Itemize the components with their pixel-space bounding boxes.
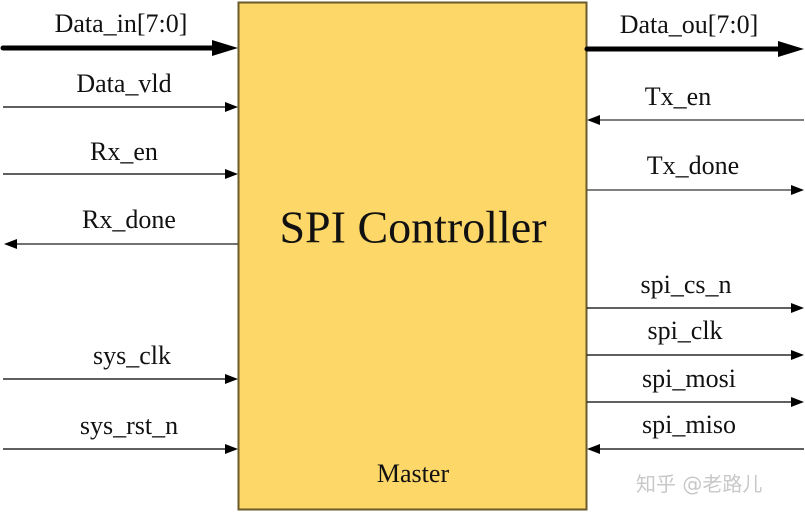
port-label-rx-done: Rx_done — [82, 205, 176, 234]
wire-sys-clk — [3, 374, 238, 384]
port-label-sys-rst-n: sys_rst_n — [79, 411, 179, 440]
wire-tx-done — [587, 185, 804, 195]
wire-sys-rst-n — [3, 444, 238, 454]
spi-controller-block — [237, 1, 588, 511]
block-title: SPI Controller — [279, 201, 547, 253]
watermark: 知乎 @老路儿 — [636, 472, 763, 496]
block-subtitle: Master — [376, 459, 450, 488]
wire-tx-en — [587, 115, 804, 125]
port-label-spi-clk: spi_clk — [647, 316, 723, 345]
wire-spi-clk — [587, 350, 804, 360]
wire-spi-miso — [587, 444, 804, 454]
port-label-data-vld: Data_vld — [76, 69, 172, 98]
port-label-sys-clk: sys_clk — [93, 341, 171, 370]
port-label-tx-en: Tx_en — [644, 82, 712, 111]
port-label-spi-mosi: spi_mosi — [642, 364, 736, 393]
wire-spi-mosi — [587, 397, 804, 407]
port-label-tx-done: Tx_done — [646, 151, 740, 180]
wire-rx-done — [4, 239, 238, 249]
port-label-spi-cs-n: spi_cs_n — [640, 270, 732, 299]
wire-data-ou — [584, 41, 804, 57]
port-label-spi-miso: spi_miso — [642, 410, 736, 439]
wire-data-vld — [3, 102, 238, 112]
port-label-rx-en: Rx_en — [90, 137, 158, 166]
wire-data-in — [0, 40, 238, 56]
wire-rx-en — [3, 169, 238, 179]
wire-spi-cs-n — [587, 303, 804, 313]
port-label-data-ou: Data_ou[7:0] — [619, 10, 759, 39]
port-label-data-in: Data_in[7:0] — [54, 9, 188, 38]
